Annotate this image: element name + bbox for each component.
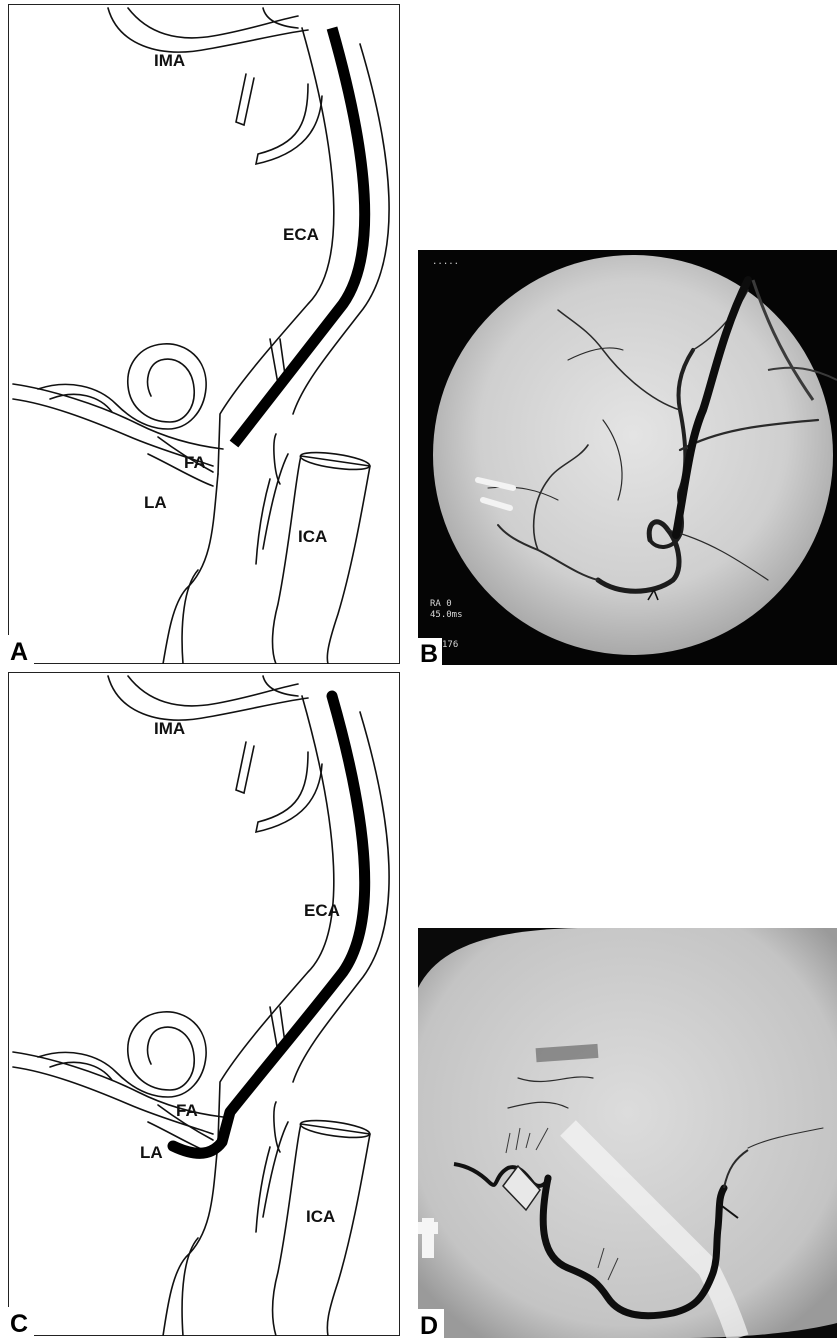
angiogram-d-svg: D: [418, 928, 837, 1338]
panel-d-angiogram: D: [418, 928, 837, 1338]
schematic-a-svg: IMA ECA FA LA ICA A: [8, 4, 400, 664]
panel-a-schematic: IMA ECA FA LA ICA A: [8, 4, 400, 664]
label-la: LA: [140, 1143, 163, 1162]
overlay-line1: RA 0: [430, 599, 452, 609]
panel-c-schematic: IMA ECA FA LA ICA C: [8, 672, 400, 1336]
panel-letter-a: A: [10, 638, 28, 664]
panel-letter-c: C: [10, 1310, 28, 1336]
label-ica: ICA: [298, 527, 327, 546]
label-ica: ICA: [306, 1207, 335, 1226]
label-la: LA: [144, 493, 167, 512]
panel-b-angiogram: ..... RA 0 45.0ms 176 B: [418, 250, 837, 665]
overlay-line3: 176: [442, 640, 458, 650]
svg-text:.....: .....: [432, 257, 459, 267]
fluoroscopy-field: [418, 928, 837, 1338]
angiogram-b-svg: ..... RA 0 45.0ms 176 B: [418, 250, 837, 665]
overlay-line2: 45.0ms: [430, 610, 463, 620]
schematic-c-svg: IMA ECA FA LA ICA C: [8, 672, 400, 1336]
label-ima: IMA: [154, 51, 185, 70]
fluoroscopy-field: [433, 255, 833, 655]
panel-letter-b: B: [420, 640, 438, 665]
label-eca: ECA: [283, 225, 319, 244]
label-eca: ECA: [304, 901, 340, 920]
panel-letter-d: D: [420, 1312, 438, 1338]
label-fa: FA: [184, 453, 206, 472]
label-ima: IMA: [154, 719, 185, 738]
label-fa: FA: [176, 1101, 198, 1120]
